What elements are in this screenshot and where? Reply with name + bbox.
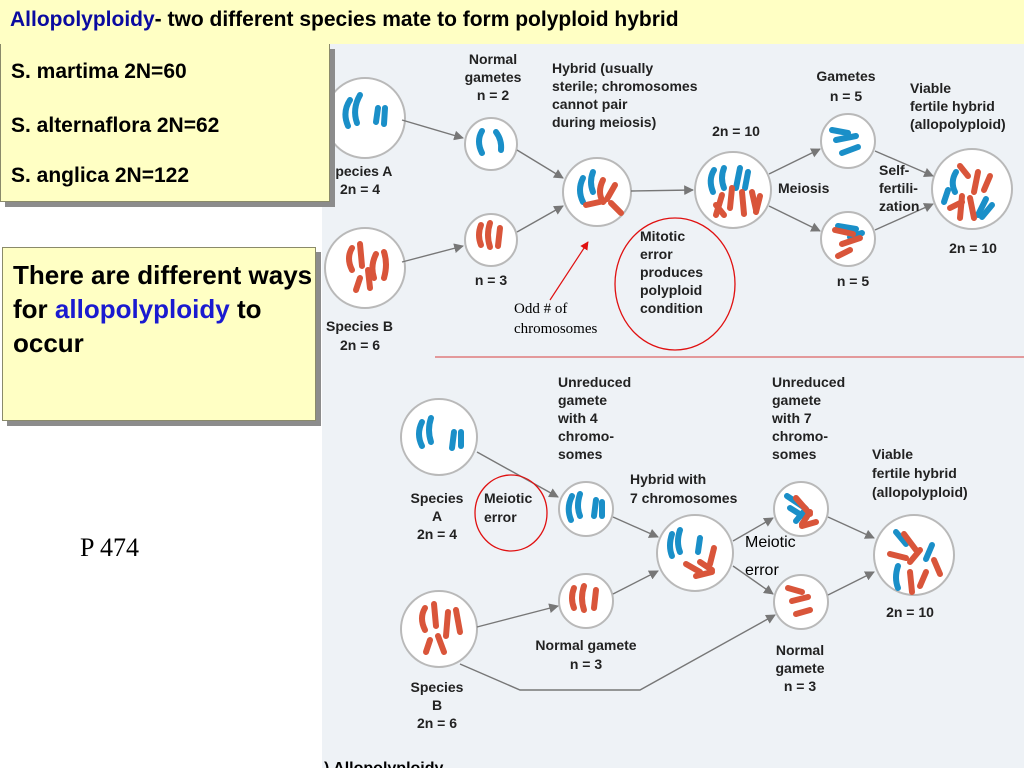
flow-arrows <box>401 119 934 691</box>
meiotic-error-highlight <box>474 474 548 552</box>
figure-caption: ) Allopolyploidy <box>324 760 444 768</box>
species-a-cell-bottom <box>400 398 478 476</box>
n5-label-bottom: n = 5 <box>837 273 870 289</box>
page-reference: P 474 <box>80 533 139 562</box>
ways-box: There are different ways for allopolyplo… <box>2 247 316 421</box>
ways-before: There are different ways for <box>13 260 313 324</box>
mitotic-error-highlight <box>614 217 736 351</box>
meiosis-label: Meiosis <box>778 180 830 196</box>
count-anglica: S. anglica 2N=122 <box>11 164 190 187</box>
slide-title: Allopolyploidy- two different species ma… <box>10 8 679 32</box>
self-fertilization-label: Self-fertili-zation <box>879 162 919 214</box>
count-martima: S. martima 2N=60 <box>11 60 187 83</box>
species-b-cell <box>324 227 406 309</box>
ways-after: to occur <box>13 294 262 358</box>
chromosomes <box>342 92 995 655</box>
chromosome-count-box: S. martima 2N=60 S. alternaflora 2N=62 S… <box>0 44 330 202</box>
n3-label: n = 3 <box>475 272 508 288</box>
ways-term: allopolyploidy <box>54 294 230 324</box>
species-a-cell <box>324 77 406 159</box>
normal-gamete-right-cell <box>773 574 829 630</box>
title-term: Allopolyploidy <box>10 8 155 31</box>
ways-text: There are different ways for allopolyplo… <box>13 258 313 360</box>
normal-gamete-cell <box>558 573 614 629</box>
count-alternaflora: S. alternaflora 2N=62 <box>11 114 220 137</box>
viable-2n-label-top: 2n = 10 <box>949 240 997 256</box>
gamete-n5-top-cell <box>820 113 876 169</box>
odd-pointer-arrow <box>549 241 589 301</box>
species-b-cell-bottom <box>400 590 478 668</box>
viable-2n-label-bottom: 2n = 10 <box>886 604 934 620</box>
tetraploid-2n-label: 2n = 10 <box>712 123 760 139</box>
title-rest: - two different species mate to form pol… <box>154 8 679 31</box>
gamete-a-cell <box>464 117 518 171</box>
title-bar: Allopolyploidy- two different species ma… <box>0 0 1024 44</box>
